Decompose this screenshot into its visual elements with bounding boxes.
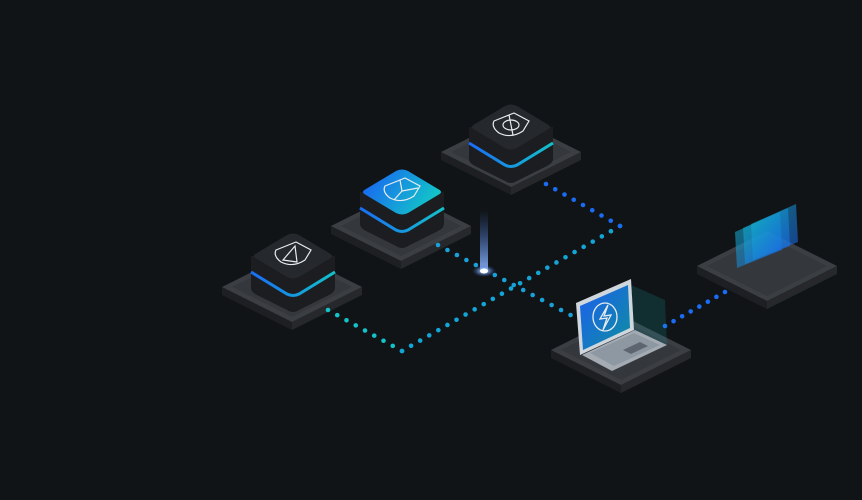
- connection-dot: [608, 218, 614, 224]
- connection-dot: [535, 270, 541, 276]
- node-center: [359, 169, 445, 248]
- connection-dot: [499, 291, 505, 297]
- light-beam: [480, 210, 488, 270]
- devices: [472, 204, 798, 371]
- connection-dot: [722, 289, 728, 295]
- connection-dot: [390, 343, 396, 349]
- connection-dot: [464, 257, 469, 263]
- connection-dot: [408, 343, 414, 349]
- laptop: [576, 279, 667, 371]
- laptop-trackpad: [623, 342, 648, 354]
- connection-dot: [552, 186, 558, 192]
- connection-dot: [520, 287, 526, 293]
- connection-dot: [399, 348, 405, 354]
- connection-dot: [581, 244, 586, 250]
- connection-dot: [679, 313, 685, 319]
- block-sides: [469, 127, 553, 183]
- connection-dot: [558, 307, 564, 313]
- connection-dot: [508, 286, 514, 291]
- connection-dot: [454, 252, 460, 258]
- connection-dot: [445, 247, 450, 253]
- connection-dot: [511, 282, 517, 288]
- connection-dot: [696, 304, 702, 309]
- connection-dot: [662, 323, 668, 329]
- signal-point: [480, 268, 488, 274]
- nodes: [250, 104, 554, 312]
- glow-stripe: [250, 270, 336, 297]
- connection-dot: [371, 333, 377, 338]
- connection-dot: [568, 312, 573, 318]
- connection-dot: [435, 242, 441, 248]
- lightning-bolt-icon: [592, 302, 618, 332]
- connection-dot: [705, 299, 711, 305]
- shield-pie-icon: [383, 177, 421, 202]
- connection-dot: [334, 312, 340, 318]
- connection-dot: [671, 318, 676, 324]
- screen-glow: [631, 285, 667, 345]
- connection-dot: [526, 275, 532, 281]
- connection-dot: [353, 323, 359, 328]
- connection-dot: [562, 192, 567, 197]
- connection-dot: [445, 322, 450, 328]
- connection-lines: [325, 181, 728, 354]
- connection-dot: [426, 333, 432, 338]
- connection-dot: [545, 265, 550, 270]
- shield-refresh-icon: [492, 112, 530, 137]
- connection-dot: [571, 197, 577, 203]
- connection-dot: [344, 317, 349, 323]
- glow-stripe: [468, 141, 554, 168]
- connection-dot: [539, 297, 545, 303]
- connection-dot: [688, 309, 694, 314]
- node-left: [250, 233, 336, 312]
- platform-display: [697, 231, 837, 309]
- connection-dot: [417, 338, 423, 343]
- display-panel: [751, 204, 798, 260]
- connection-dot: [436, 327, 441, 333]
- connection-dot: [608, 228, 614, 234]
- connection-dot: [472, 307, 477, 312]
- connection-dot: [599, 234, 605, 239]
- connection-dot: [572, 249, 577, 255]
- connection-dot: [714, 294, 719, 300]
- connection-dot: [589, 207, 595, 213]
- connection-dot: [563, 254, 568, 260]
- node-top: [468, 104, 554, 183]
- connection-dot: [530, 292, 535, 298]
- connection-dot: [362, 328, 368, 333]
- connection-dot: [554, 260, 559, 265]
- connection-dot: [454, 317, 459, 323]
- shield-triangle-icon: [274, 241, 312, 266]
- connection-dot: [517, 280, 523, 286]
- connection-dot: [481, 301, 487, 307]
- connection-dot: [617, 223, 623, 229]
- block-sides: [360, 192, 444, 248]
- connection-dot: [325, 307, 331, 313]
- connection-dot: [599, 213, 604, 218]
- connection-dot: [463, 312, 468, 317]
- connection-dot: [501, 277, 507, 283]
- connection-dot: [580, 202, 586, 208]
- laptop-screen: [580, 285, 630, 350]
- block-sides: [251, 256, 335, 312]
- connection-dot: [490, 296, 496, 302]
- connection-dot: [549, 302, 554, 308]
- connection-dot: [543, 181, 549, 187]
- block-top: [254, 233, 332, 279]
- connection-dot: [590, 239, 596, 244]
- stacked-screens-icon: [735, 204, 798, 268]
- block-top: [363, 169, 441, 215]
- glow-stripe: [359, 206, 445, 233]
- connection-dot: [381, 338, 386, 344]
